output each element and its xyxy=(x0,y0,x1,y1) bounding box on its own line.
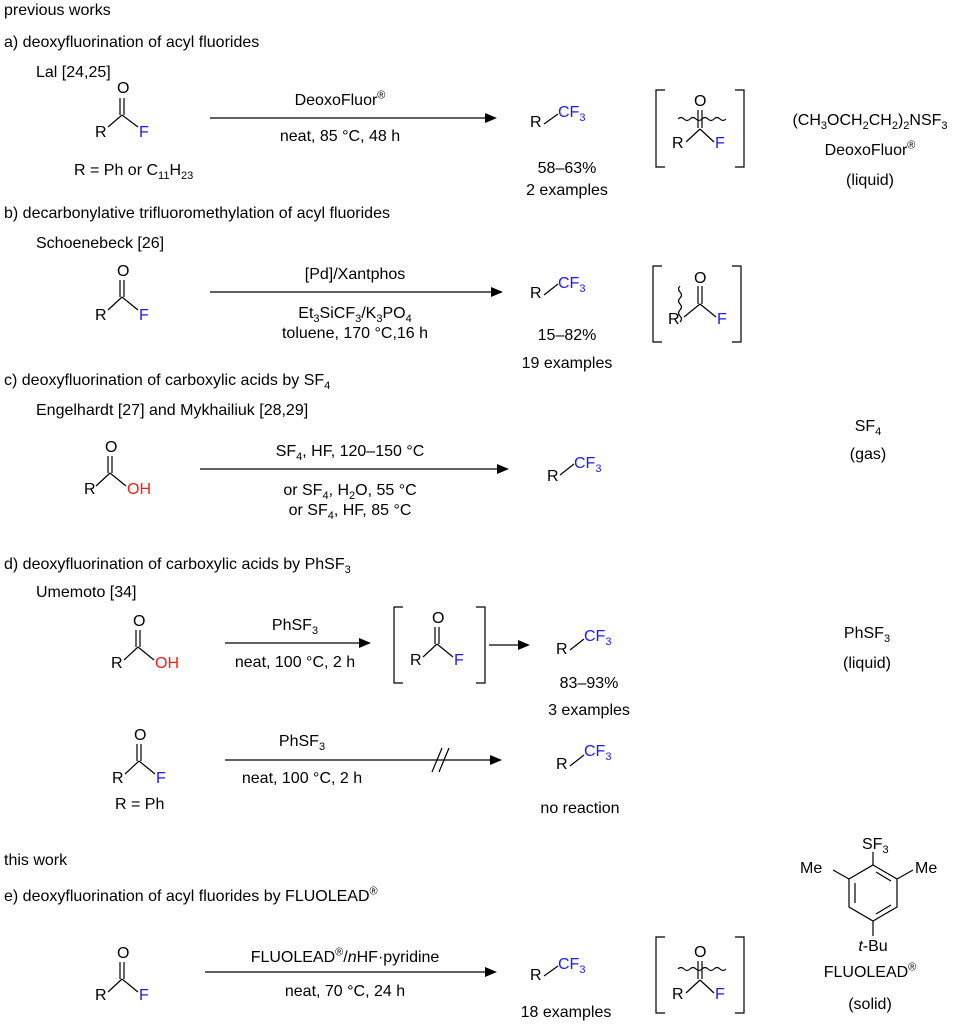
atom-r: R xyxy=(84,481,96,498)
deoxofluor-state: (liquid) xyxy=(845,172,895,189)
examples-d: 3 examples xyxy=(548,702,630,719)
this-work-heading: this work xyxy=(4,852,68,869)
reagent-deoxofluor: DeoxoFluor® xyxy=(294,89,386,109)
atom-f: F xyxy=(139,307,149,324)
reagent-phsf3: PhSF3 xyxy=(271,617,319,638)
conditions-a: neat, 85 °C, 48 h xyxy=(279,128,401,145)
conditions-d: neat, 100 °C, 2 h xyxy=(234,654,356,671)
section-c-author: Engelhardt [27] and Mykhailiuk [28,29] xyxy=(36,402,309,419)
sf4-state: (gas) xyxy=(849,446,887,463)
atom-o: O xyxy=(117,263,130,280)
deoxofluor-formula: (CH3OCH2CH2)2NSF3 xyxy=(792,112,948,133)
atom-f: F xyxy=(139,987,149,1004)
atom-f: F xyxy=(715,135,725,152)
fluolead-name: FLUOLEAD® xyxy=(823,961,917,981)
sf3-label: SF3 xyxy=(862,836,889,857)
atom-f: F xyxy=(715,986,725,1003)
atom-r: R xyxy=(556,756,568,773)
conditions-c-line1: or SF4, H2O, 55 °C xyxy=(283,482,417,503)
atom-oh: OH xyxy=(127,481,151,498)
atom-o: O xyxy=(134,727,147,744)
atom-r: R xyxy=(112,770,124,787)
cf3-group: CF3 xyxy=(558,275,586,296)
atom-f: F xyxy=(156,770,166,787)
phsf3-name: PhSF3 xyxy=(843,625,891,646)
atom-o: O xyxy=(694,944,707,961)
atom-o: O xyxy=(105,439,118,456)
section-b-title: b) decarbonylative trifluoromethylation … xyxy=(4,205,390,222)
conditions-c-line2: or SF4, HF, 85 °C xyxy=(288,502,412,523)
cf3-group: CF3 xyxy=(558,956,586,977)
section-a-title: a) deoxyfluorination of acyl fluorides xyxy=(4,34,260,51)
phsf3-state: (liquid) xyxy=(842,655,892,672)
previous-works-heading: previous works xyxy=(4,2,111,19)
methyl-right: Me xyxy=(915,860,938,877)
yield-b: 15–82% xyxy=(537,327,597,344)
conditions-b-line1: Et3SiCF3/K3PO4 xyxy=(298,305,412,326)
methyl-left: Me xyxy=(800,860,823,877)
section-e-title: e) deoxyfluorination of acyl fluorides b… xyxy=(4,885,378,905)
examples-b: 19 examples xyxy=(521,355,613,372)
conditions-c-above: SF4, HF, 120–150 °C xyxy=(275,443,425,464)
cf3-group: CF3 xyxy=(584,628,612,649)
tert-butyl: t-Bu xyxy=(858,938,888,955)
atom-r: R xyxy=(547,468,559,485)
section-c-title: c) deoxyfluorination of carboxylic acids… xyxy=(4,372,331,393)
section-a-author: Lal [24,25] xyxy=(36,64,111,81)
atom-r: R xyxy=(672,986,684,1003)
atom-r: R xyxy=(530,967,542,984)
atom-o: O xyxy=(133,613,146,630)
atom-f: F xyxy=(454,652,464,669)
atom-o: O xyxy=(117,80,130,97)
atom-r: R xyxy=(95,124,107,141)
reagent-pd-xantphos: [Pd]/Xantphos xyxy=(304,266,406,283)
atom-o: O xyxy=(432,610,445,627)
atom-r: R xyxy=(530,114,542,131)
atom-r: R xyxy=(410,652,422,669)
atom-r: R xyxy=(95,307,107,324)
yield-d: 83–93% xyxy=(559,675,619,692)
fluolead-state: (solid) xyxy=(848,996,892,1013)
r-definition: R = Ph or C11H23 xyxy=(74,162,194,183)
reagent-fluolead: FLUOLEAD®/nHF·pyridine xyxy=(250,946,440,966)
atom-o: O xyxy=(694,93,707,110)
atom-o: O xyxy=(117,945,130,962)
examples-e: 18 examples xyxy=(520,1004,612,1021)
atom-f: F xyxy=(139,124,149,141)
atom-r: R xyxy=(556,641,568,658)
sf4-name: SF4 xyxy=(854,418,882,439)
section-b-author: Schoenebeck [26] xyxy=(36,235,165,252)
conditions-e: neat, 70 °C, 24 h xyxy=(284,983,406,1000)
examples-a: 2 examples xyxy=(526,182,608,199)
atom-oh: OH xyxy=(155,655,179,672)
atom-r: R xyxy=(95,987,107,1004)
atom-f: F xyxy=(717,311,727,328)
reagent-phsf3-2: PhSF3 xyxy=(278,733,326,754)
section-d-author: Umemoto [34] xyxy=(36,584,137,601)
section-d-title: d) deoxyfluorination of carboxylic acids… xyxy=(4,556,351,577)
atom-r: R xyxy=(668,311,680,328)
cf3-group: CF3 xyxy=(574,455,602,476)
atom-r: R xyxy=(530,285,542,302)
atom-o: O xyxy=(694,270,707,287)
atom-r: R xyxy=(672,135,684,152)
deoxofluor-name: DeoxoFluor® xyxy=(824,139,916,159)
cf3-group: CF3 xyxy=(558,104,586,125)
no-reaction: no reaction xyxy=(540,800,620,817)
r-definition-d: R = Ph xyxy=(115,796,165,813)
conditions-b-line2: toluene, 170 °C,16 h xyxy=(281,325,429,342)
atom-r: R xyxy=(111,655,123,672)
cf3-group: CF3 xyxy=(584,743,612,764)
yield-a: 58–63% xyxy=(537,160,597,177)
conditions-d-2: neat, 100 °C, 2 h xyxy=(241,770,363,787)
